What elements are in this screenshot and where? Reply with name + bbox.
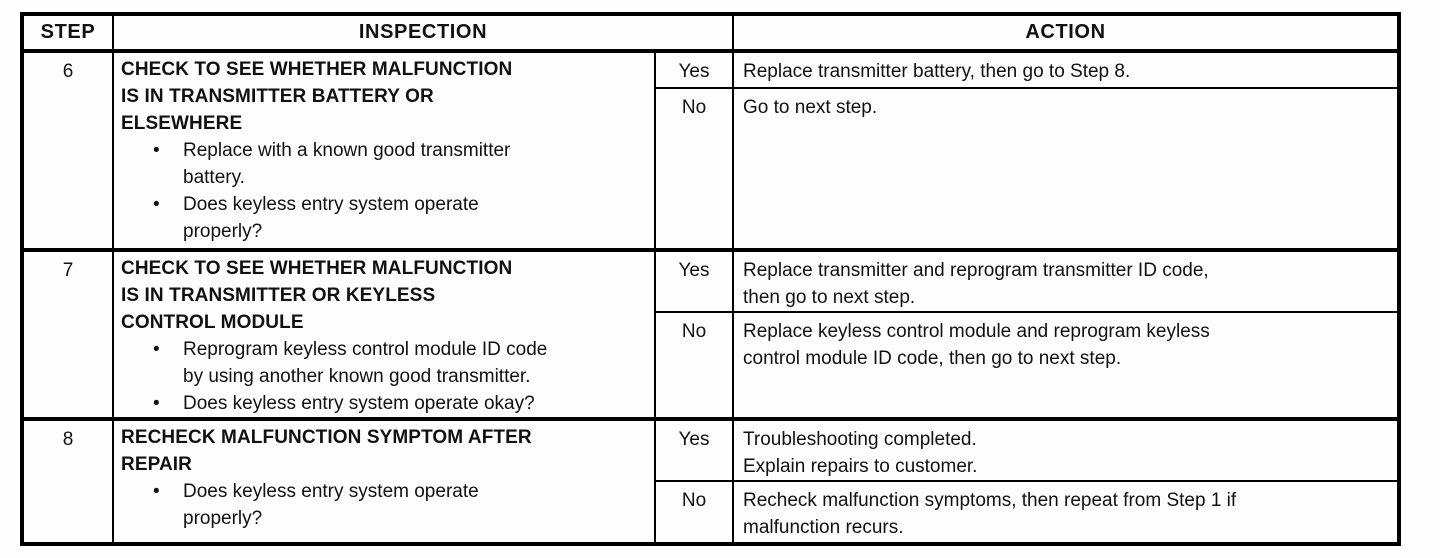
bullet-item: • Reprogram keyless control module ID co… [121, 336, 648, 390]
header-action: ACTION [732, 13, 1400, 53]
inspection-cell: CHECK TO SEE WHETHER MALFUNCTION IS IN T… [112, 248, 656, 420]
yes-cell: Yes [654, 247, 734, 314]
action-line: Replace keyless control module and repro… [743, 321, 1210, 343]
inspection-cell: CHECK TO SEE WHETHER MALFUNCTION IS IN T… [112, 50, 656, 251]
bullet-item: • Does keyless entry system operate prop… [121, 191, 648, 245]
bullet-line: battery. [183, 167, 245, 188]
bullet-item: • Does keyless entry system operate okay… [121, 390, 648, 417]
bullet-line: Does keyless entry system operate [183, 481, 479, 502]
action-line: Troubleshooting completed. [743, 429, 977, 450]
yes-cell: Yes [654, 50, 734, 89]
bullet-line: properly? [183, 508, 263, 529]
action-line: Go to next step. [743, 97, 878, 118]
action-line: Explain repairs to customer. [743, 456, 978, 477]
inspection-title-line: REPAIR [121, 454, 192, 475]
inspection-title-line: ELSEWHERE [121, 113, 243, 134]
table-header-row: STEP INSPECTION ACTION [21, 13, 1400, 53]
no-cell: No [654, 480, 734, 545]
bullet-line: Reprogram keyless control module ID code [183, 339, 548, 360]
table-row-step7-no: No Replace keyless control module and re… [22, 311, 1400, 420]
action-line: then go to next step. [743, 287, 916, 308]
troubleshooting-table: STEP INSPECTION ACTION 6 CHECK TO SEE WH… [20, 12, 1401, 546]
bullet-line: properly? [183, 221, 263, 242]
bullet-line: Replace with a known good transmitter [183, 140, 511, 161]
action-cell: Troubleshooting completed. Explain repai… [732, 417, 1400, 482]
step-number: 6 [21, 50, 114, 251]
bullet-icon: • [153, 194, 160, 215]
inspection-title-line: CHECK TO SEE WHETHER MALFUNCTION [121, 59, 513, 80]
bullet-icon: • [153, 140, 160, 161]
header-inspection: INSPECTION [112, 13, 734, 53]
action-cell: Replace transmitter and reprogram transm… [732, 247, 1400, 314]
bullet-icon: • [153, 393, 160, 414]
header-step: STEP [21, 13, 114, 53]
action-line: control module ID code, then go to next … [743, 348, 1122, 370]
action-line: malfunction recurs. [743, 517, 904, 538]
no-cell: No [654, 311, 734, 420]
step-number: 7 [21, 248, 114, 420]
table-row-step6-no: No Go to next step. [22, 87, 1400, 251]
bullet-item: • Replace with a known good transmitter … [121, 137, 648, 191]
table-row-step7-yes: 7 CHECK TO SEE WHETHER MALFUNCTION IS IN… [21, 247, 1400, 420]
bullet-icon: • [153, 481, 160, 502]
action-line: Replace transmitter and reprogram transm… [743, 260, 1209, 281]
action-line: Replace transmitter battery, then go to … [743, 61, 1131, 82]
no-cell: No [654, 87, 734, 251]
inspection-title-line: CONTROL MODULE [121, 312, 304, 333]
action-cell: Recheck malfunction symptoms, then repea… [732, 480, 1400, 545]
bullet-icon: • [153, 339, 160, 360]
inspection-cell: RECHECK MALFUNCTION SYMPTOM AFTER REPAIR… [112, 417, 656, 545]
action-line: Recheck malfunction symptoms, then repea… [743, 490, 1237, 511]
yes-cell: Yes [654, 417, 734, 482]
action-cell: Go to next step. [732, 87, 1400, 251]
table-row-step8-yes: 8 RECHECK MALFUNCTION SYMPTOM AFTER REPA… [21, 417, 1400, 545]
bullet-line: by using another known good transmitter. [183, 366, 531, 387]
inspection-title-line: CHECK TO SEE WHETHER MALFUNCTION [121, 258, 513, 279]
table-row-step8-no: No Recheck malfunction symptoms, then re… [22, 480, 1400, 545]
action-cell: Replace keyless control module and repro… [732, 311, 1400, 420]
action-cell: Replace transmitter battery, then go to … [732, 50, 1400, 89]
inspection-title-line: RECHECK MALFUNCTION SYMPTOM AFTER [121, 427, 532, 448]
bullet-line: Does keyless entry system operate [183, 194, 479, 215]
inspection-title-line: IS IN TRANSMITTER BATTERY OR [121, 86, 434, 107]
bullet-line: Does keyless entry system operate okay? [183, 393, 535, 414]
inspection-title-line: IS IN TRANSMITTER OR KEYLESS [121, 285, 436, 306]
table-row-step6-yes: 6 CHECK TO SEE WHETHER MALFUNCTION IS IN… [21, 50, 1400, 251]
bullet-item: • Does keyless entry system operate prop… [121, 478, 648, 532]
step-number: 8 [21, 417, 114, 545]
